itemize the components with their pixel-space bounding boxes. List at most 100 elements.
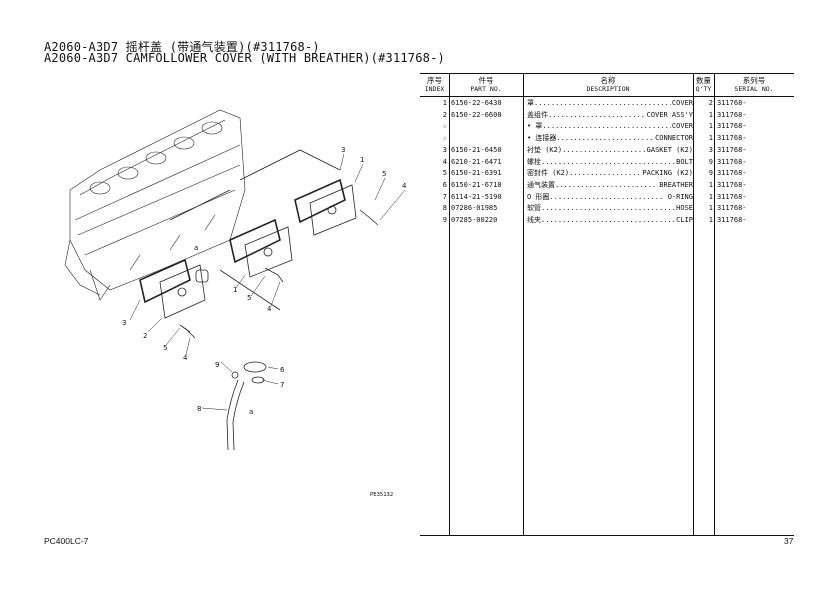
cell-quantity: 1 — [708, 192, 713, 201]
description-leader-dots: ................................ — [542, 122, 678, 131]
cell-description: 螺栓................................BOLT — [527, 156, 695, 169]
description-english: BREATHER — [658, 179, 693, 192]
cell-serial-number: 311768- — [717, 145, 747, 154]
cell-index: 7 — [442, 192, 447, 201]
description-chinese: 罩 — [527, 99, 534, 107]
description-leader-dots: ................................ — [541, 157, 676, 166]
description-english: CLIP — [675, 215, 693, 227]
page-number: 37 — [784, 536, 794, 546]
description-english: O-RING — [666, 191, 693, 204]
description-leader-dots: ...................... — [562, 145, 655, 154]
cell-quantity: 1 — [708, 216, 713, 224]
cell-serial-number: 311768- — [717, 134, 747, 143]
description-english: CONNECTOR — [654, 133, 693, 145]
cell-serial-number: 311768- — [717, 216, 747, 224]
description-chinese: 密封件 (K2) — [527, 169, 570, 178]
cell-quantity: 1 — [708, 122, 713, 131]
description-leader-dots: ................................ — [541, 204, 676, 213]
cell-description: O 形圈...........................O-RING — [527, 191, 695, 204]
model-number: PC400LC-7 — [44, 536, 89, 546]
page-title-english: A2060-A3D7 CAMFOLLOWER COVER (WITH BREAT… — [44, 51, 445, 65]
description-leader-dots: .................................. — [534, 99, 678, 107]
description-english: COVER — [670, 98, 693, 110]
callout-label: 6 — [280, 366, 285, 374]
cell-description: • 罩................................COVER — [527, 121, 695, 134]
page-title-chinese: A2060-A3D7 摇杆盖 (带通气装置)(#311768-) — [44, 40, 320, 54]
description-english: COVER — [670, 121, 693, 134]
cover-assembly-drawings — [139, 149, 379, 339]
cell-serial-number: 311768- — [717, 110, 747, 119]
cell-description: 盖组件..........................COVER ASS'Y — [527, 109, 695, 122]
cell-index: 8 — [442, 204, 447, 213]
callout-label: 5 — [163, 344, 167, 352]
description-chinese: 螺栓 — [527, 157, 541, 166]
cell-part-number: 07286-01985 — [451, 204, 498, 213]
description-english: COVER ASS'Y — [645, 109, 693, 122]
description-leader-dots: .......................... — [555, 180, 665, 189]
callout-label: 2 — [143, 332, 147, 340]
cell-description: 罩..................................COVER — [527, 98, 695, 110]
callout-label: 3 — [341, 146, 345, 154]
cell-description: 通气装置..........................BREATHER — [527, 179, 695, 192]
description-leader-dots: ........................... — [549, 192, 664, 201]
callout-label: a — [249, 408, 253, 416]
callout-label: 1 — [360, 156, 364, 164]
description-chinese: • 连接器 — [527, 134, 557, 143]
description-english: GASKET (K2) — [645, 144, 693, 157]
cell-part-number: 07285-00220 — [451, 216, 498, 224]
cell-quantity: 2 — [708, 99, 713, 107]
description-leader-dots: .......................... — [548, 110, 658, 119]
description-leader-dots: ................... — [569, 169, 650, 178]
callout-label: 4 — [183, 354, 188, 362]
description-leader-dots: .......................... — [556, 134, 667, 143]
cell-index: 9 — [442, 216, 447, 224]
cell-serial-number: 311768- — [717, 192, 747, 201]
callout-label: 9 — [215, 361, 219, 369]
cell-quantity: 1 — [708, 110, 713, 119]
table-row: 8 07286-01985 1 311768- 软管..................… — [420, 203, 794, 215]
description-chinese: 线夹 — [527, 216, 541, 224]
description-english: BOLT — [675, 156, 693, 169]
cell-quantity: 9 — [708, 169, 713, 178]
cell-part-number: 6114-21-5190 — [451, 192, 502, 201]
cell-part-number: 6150-22-6430 — [451, 99, 502, 107]
callout-label: 8 — [197, 405, 201, 413]
exploded-parts-diagram: 3 1 5 4 a 3 2 5 4 1 5 4 9 6 7 a 8 — [64, 109, 407, 451]
drawing-code: PE35132 — [370, 492, 394, 498]
cell-index: 3 — [442, 145, 447, 154]
description-chinese: 盖组件 — [527, 110, 548, 119]
cell-part-number: 6150-21-6391 — [451, 169, 502, 178]
description-chinese: O 形圈 — [527, 192, 550, 201]
cell-index: ☆ — [442, 134, 447, 143]
cell-index: 1 — [442, 99, 447, 107]
cell-quantity: 1 — [708, 180, 713, 189]
cell-serial-number: 311768- — [717, 122, 747, 131]
description-chinese: 通气装置 — [527, 180, 555, 189]
cell-quantity: 3 — [708, 145, 713, 154]
callout-label: 5 — [382, 170, 386, 178]
engine-block-drawing — [64, 109, 246, 301]
cell-serial-number: 311768- — [717, 204, 747, 213]
breather-hose-drawing — [226, 361, 267, 451]
description-chinese: 软管 — [527, 204, 541, 213]
description-english: HOSE — [675, 203, 693, 215]
callout-label: 4 — [267, 305, 272, 313]
cell-part-number: 6150-22-6600 — [451, 110, 502, 119]
callout-label: 1 — [233, 286, 237, 294]
callout-label: 4 — [402, 182, 407, 190]
cell-serial-number: 311768- — [717, 99, 747, 107]
table-row: ☆ 1 311768- • 连接器..........................… — [420, 133, 794, 145]
cell-quantity: 1 — [708, 204, 713, 213]
cell-quantity: 1 — [708, 134, 713, 143]
callout-label: 7 — [280, 381, 284, 389]
